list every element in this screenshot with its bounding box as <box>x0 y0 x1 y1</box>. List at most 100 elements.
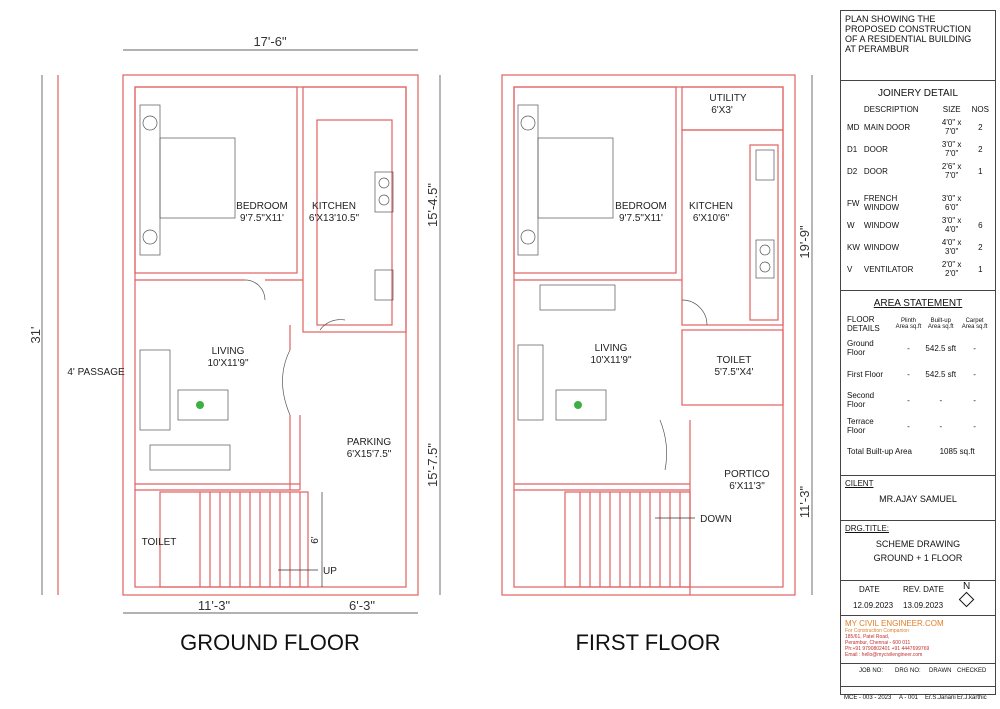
joinery-row: KW WINDOW 4'0" x 3'0" 2 <box>847 238 983 256</box>
project-line: OF A RESIDENTIAL BUILDING <box>845 34 972 44</box>
ff-table <box>555 389 607 421</box>
ff-bedroom-size: 9'7.5"X11' <box>619 213 663 224</box>
gf-sink <box>374 269 394 301</box>
ff-kitchen-label: KITCHEN <box>689 201 733 212</box>
ff-kitchen-size: 6'X10'6" <box>693 213 730 224</box>
joinery-row: MD MAIN DOOR 4'0" x 7'0" 2 <box>847 118 983 136</box>
ff-sofa-left <box>517 344 544 421</box>
date-value: 12.09.2023 <box>853 601 894 610</box>
rev-date-label: REV. DATE <box>903 585 944 594</box>
drg-no: A - 001 <box>899 695 919 701</box>
area-header: FLOOR DETAILS <box>847 315 880 333</box>
ff-living-label: LIVING <box>595 343 628 354</box>
area-header: Plinth Area sq.ft <box>895 318 922 330</box>
area-row: Ground Floor - 542.5 sft - <box>847 339 976 357</box>
area-row: Terrace Floor - - - <box>847 417 976 435</box>
footer-header: DRAWN <box>929 668 952 674</box>
company-address-line: Email : hello@mycivilengineer.com <box>845 652 923 658</box>
title-block: PLAN SHOWING THE PROPOSED CONSTRUCTION O… <box>840 10 996 701</box>
ff-inner-wall <box>513 86 784 588</box>
joinery-row: D2 DOOR 2'6" x 7'0" 1 <box>847 162 983 180</box>
ff-bedroom-wall <box>513 86 677 274</box>
ff-down-label: DOWN <box>700 514 732 525</box>
gf-up-label: UP <box>323 566 337 577</box>
company-address-line: Ph:+91 9790802401 +91 4447699769 <box>845 646 930 652</box>
client-section: CILENT MR.AJAY SAMUEL <box>841 476 995 521</box>
gf-dim-stair: 6' <box>310 536 321 544</box>
drg-title-label: DRG.TITLE: <box>845 524 890 533</box>
ff-outer-wall <box>501 74 796 596</box>
gf-dim-bottom-left: 11'-3" <box>198 598 231 613</box>
project-line: AT PERAMBUR <box>845 44 910 54</box>
area-statement: AREA STATEMENT FLOOR DETAILS Plinth Area… <box>841 291 995 476</box>
checked-by: Er.J.karthic <box>957 695 987 701</box>
gf-stove <box>374 171 394 213</box>
ff-sink <box>755 149 775 181</box>
date-label: DATE <box>859 585 880 594</box>
first-floor-title: FIRST FLOOR <box>575 630 720 655</box>
ff-utility-label: UTILITY <box>709 93 747 104</box>
joinery-title: JOINERY DETAIL <box>877 88 959 99</box>
company-address-line: 185/61, Patel Road, <box>845 634 890 640</box>
drg-title-line: GROUND + 1 FLOOR <box>873 553 963 563</box>
client-label: CILENT <box>845 479 874 488</box>
area-table: FLOOR DETAILS Plinth Area sq.ft Built-up… <box>845 313 991 463</box>
gf-sofa-bottom <box>149 444 231 471</box>
area-total-label: Total Built-up Area <box>847 446 912 456</box>
gf-bed-headboard <box>139 104 161 256</box>
footer-section: JOB NO: DRG NO: DRAWN CHECKED <box>841 664 995 686</box>
joinery-header: SIZE <box>942 105 961 114</box>
project-line: PROPOSED CONSTRUCTION <box>845 24 972 34</box>
ff-portico-label: PORTICO <box>724 469 770 480</box>
area-total-row: Total Built-up Area 1085 sq.ft <box>845 439 991 463</box>
gf-bedroom-label: BEDROOM <box>236 201 288 212</box>
gf-dim-left: 31' <box>28 327 43 344</box>
north-arrow-icon <box>958 591 975 608</box>
floor-plan-drawing: 17'-6" 31' 15'-4.5" 15'-7.5" 11'-3" 6'-3… <box>28 34 813 655</box>
gf-bed <box>159 137 236 219</box>
project-description: PLAN SHOWING THE PROPOSED CONSTRUCTION O… <box>841 11 995 81</box>
joinery-row: V VENTILATOR 2'0" x 2'0" 1 <box>847 260 983 278</box>
joinery-row: FW FRENCH WINDOW 3'0" x 6'0" <box>847 194 962 212</box>
gf-living-size: 10'X11'9" <box>207 358 249 369</box>
ff-utility-size: 6'X3' <box>711 105 733 116</box>
drg-title-line: SCHEME DRAWING <box>875 539 961 549</box>
date-section: DATE REV. DATE 12.09.2023 13.09.2023 N <box>841 581 995 616</box>
rev-date-value: 13.09.2023 <box>903 601 944 610</box>
drawn-by: Er.S.Janani <box>925 695 956 701</box>
gf-dim-bottom-right: 6'-3" <box>349 598 375 613</box>
footer-header: JOB NO: <box>859 668 884 674</box>
gf-dim-right-lower: 15'-7.5" <box>425 443 440 487</box>
ff-toilet-label: TOILET <box>717 355 752 366</box>
footer-header: CHECKED <box>957 668 987 674</box>
gf-parking-label: PARKING <box>347 437 391 448</box>
ff-kitchen-counter <box>749 144 779 321</box>
gf-dim-right-upper: 15'-4.5" <box>425 183 440 227</box>
ff-dim-right-lower: 11'-3" <box>797 486 812 519</box>
ff-stair <box>564 491 691 588</box>
area-row: First Floor - 542.5 sft - <box>847 369 976 379</box>
joinery-row: W WINDOW 3'0" x 4'0" 6 <box>847 216 983 234</box>
client-name: MR.AJAY SAMUEL <box>879 494 957 504</box>
gf-kitchen-counter <box>316 119 393 326</box>
project-line: PLAN SHOWING THE <box>845 14 936 24</box>
gf-kitchen-size: 6'X13'10.5" <box>309 213 360 224</box>
first-floor-plan: 19'-9" 11'-3" UTILITY 6'X3' BEDROOM 9'7.… <box>501 74 813 655</box>
gf-stair-treads <box>199 492 301 587</box>
gf-stair <box>159 491 309 588</box>
area-header: Carpet Area sq.ft <box>961 318 988 330</box>
gf-outer-wall <box>122 74 419 596</box>
joinery-table: DESCRIPTION SIZE NOS MD MAIN DOOR 4'0" x… <box>845 103 991 280</box>
ground-floor-title: GROUND FLOOR <box>180 630 360 655</box>
ff-sofa-top <box>539 284 616 311</box>
footer-values: MCE - 003 - 2023 A - 001 Er.S.Janani Er.… <box>841 686 995 709</box>
gf-toilet-label: TOILET <box>142 537 177 548</box>
north-label: N <box>963 581 971 592</box>
ff-toilet-wall <box>681 329 784 406</box>
company-section: MY CIVIL ENGINEER.COM For Construction C… <box>841 616 995 664</box>
ff-bed <box>537 137 614 219</box>
joinery-header: DESCRIPTION <box>863 105 919 114</box>
gf-plant-icon <box>196 401 204 409</box>
ff-dim-right-upper: 19'-9" <box>797 225 812 259</box>
ff-kitchen-wall <box>681 129 784 326</box>
